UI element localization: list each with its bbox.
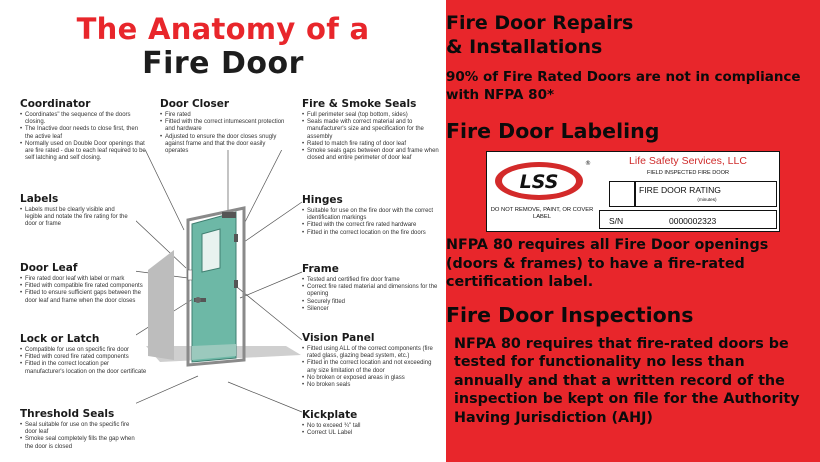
labeling-text: NFPA 80 requires all Fire Door openings … xyxy=(446,237,769,290)
rating-field xyxy=(635,181,777,207)
section-vision-panel: Vision PanelFitted using ALL of the corr… xyxy=(302,332,442,389)
section-door-closer: Door CloserFire ratedFitted with the cor… xyxy=(160,98,288,155)
bullet-item: Fitted with compatible fire rated compon… xyxy=(20,283,146,290)
section-door-leaf: Door LeafFire rated door leaf with label… xyxy=(20,262,146,305)
section-fire-smoke-seals: Fire & Smoke SealsFull perimeter seal (t… xyxy=(302,98,442,162)
bullet-item: Fitted with the correct fire rated hardw… xyxy=(302,222,442,229)
info-panel: Fire Door Repairs & Installations 90% of… xyxy=(446,0,820,462)
bullet-item: Labels must be clearly visible and legib… xyxy=(20,207,132,229)
section-bullets: Fire ratedFitted with the correct intume… xyxy=(160,112,288,155)
bullet-item: Correct fire rated material and dimensio… xyxy=(302,284,442,298)
bullet-item: Seals made with correct material and to … xyxy=(302,119,442,141)
section-title: Lock or Latch xyxy=(20,333,100,345)
anatomy-panel: The Anatomy of a Fire Door CoordinatorCo… xyxy=(0,0,446,462)
bullet-item: Tested and certified fire door frame xyxy=(302,277,442,284)
bullet-item: The Inactive door needs to close first, … xyxy=(20,126,148,140)
section-title: Door Closer xyxy=(160,98,230,110)
wall-left xyxy=(148,250,174,360)
section-frame: FrameTested and certified fire door fram… xyxy=(302,263,442,313)
section-title: Coordinator xyxy=(20,98,91,110)
repairs-heading-line2: & Installations xyxy=(446,36,603,58)
anatomy-title-line1: The Anatomy of a xyxy=(76,12,370,46)
serial-field xyxy=(599,210,777,229)
bullet-item: Coordinates" the sequence of the doors c… xyxy=(20,112,148,126)
section-bullets: Coordinates" the sequence of the doors c… xyxy=(20,112,148,162)
inspections-text: NFPA 80 requires that fire-rated doors b… xyxy=(454,336,800,426)
bullet-item: Smoke seal completely fills the gap when… xyxy=(20,436,138,450)
lss-logo: LSS ® xyxy=(495,160,591,200)
section-bullets: Full perimeter seal (top bottom, sides)S… xyxy=(302,112,442,162)
bullet-item: Securely fitted xyxy=(302,299,442,306)
compliance-stat: 90% of Fire Rated Doors are not in compl… xyxy=(446,69,801,103)
bullet-item: Full perimeter seal (top bottom, sides) xyxy=(302,112,442,119)
bullet-item: Adjusted to ensure the door closes snugl… xyxy=(160,134,288,156)
bullet-item: Fitted with cored fire rated components xyxy=(20,354,148,361)
section-title: Frame xyxy=(302,263,339,275)
bullet-item: No to exceed ¾" tall xyxy=(302,423,442,430)
bullet-item: Fitted with the correct intumescent prot… xyxy=(160,119,288,133)
repairs-heading-line1: Fire Door Repairs xyxy=(446,12,634,34)
bullet-item: No broken seals xyxy=(302,382,442,389)
section-title: Hinges xyxy=(302,194,343,206)
labeling-heading: Fire Door Labeling xyxy=(446,119,660,143)
anatomy-title-line2: Fire Door xyxy=(142,46,304,81)
section-lock-latch: Lock or LatchCompatible for use on speci… xyxy=(20,333,148,376)
door-closer-part xyxy=(222,212,236,218)
section-bullets: Labels must be clearly visible and legib… xyxy=(20,207,132,229)
hinge-top xyxy=(234,234,238,242)
label-warning: DO NOT REMOVE, PAINT, OR COVER LABEL xyxy=(490,207,594,220)
door-lock xyxy=(195,297,201,303)
door-label xyxy=(187,269,193,281)
label-serial-number: 0000002323 xyxy=(669,216,717,226)
section-hinges: HingesSuitable for use on the fire door … xyxy=(302,194,442,237)
section-title: Vision Panel xyxy=(302,332,375,344)
hinge-mid xyxy=(234,280,238,288)
bullet-item: Fitted in the correct location on the fi… xyxy=(302,230,442,237)
bullet-item: No broken or exposed areas in glass xyxy=(302,375,442,382)
section-bullets: Fire rated door leaf with label or markF… xyxy=(20,276,146,305)
section-bullets: Fitted using ALL of the correct componen… xyxy=(302,346,442,389)
fire-door-illustration xyxy=(136,150,303,413)
rating-box xyxy=(609,181,635,207)
inspections-heading: Fire Door Inspections xyxy=(446,303,694,327)
bullet-item: Normally used on Double Door openings th… xyxy=(20,141,148,163)
label-sn: S/N xyxy=(609,216,624,226)
bullet-item: Compatible for use on specific fire door xyxy=(20,347,148,354)
bullet-item: Fitted using ALL of the correct componen… xyxy=(302,346,442,360)
section-labels: LabelsLabels must be clearly visible and… xyxy=(20,193,132,229)
bullet-item: Suitable for use on the fire door with t… xyxy=(302,208,442,222)
section-threshold-seals: Threshold SealsSeal suitable for use on … xyxy=(20,408,138,451)
bullet-item: Correct UL Label xyxy=(302,430,442,437)
bullet-item: Silencer xyxy=(302,306,442,313)
section-title: Threshold Seals xyxy=(20,408,115,420)
label-field-inspected: FIELD INSPECTED FIRE DOOR xyxy=(646,170,730,176)
registered-mark: ® xyxy=(585,160,591,167)
bullet-item: Fitted in the correct location per manuf… xyxy=(20,361,148,375)
vision-panel xyxy=(201,228,221,273)
bullet-item: Smoke seals gaps between door and frame … xyxy=(302,148,442,162)
bullet-item: Fire rated xyxy=(160,112,288,119)
fire-door-label-card: LSS ® DO NOT REMOVE, PAINT, OR COVER LAB… xyxy=(486,151,780,232)
kickplate xyxy=(192,344,236,360)
bullet-item: Fitted to ensure sufficient gaps between… xyxy=(20,290,146,304)
bullet-item: Fitted in the correct location and not e… xyxy=(302,360,442,374)
section-bullets: Suitable for use on the fire door with t… xyxy=(302,208,442,237)
label-rating-text: FIRE DOOR RATING xyxy=(639,185,721,195)
label-company: Life Safety Services, LLC xyxy=(629,155,747,167)
lss-logo-text: LSS xyxy=(520,171,559,193)
section-bullets: No to exceed ¾" tallCorrect UL Label xyxy=(302,423,442,438)
section-kickplate: Kickplate No to exceed ¾" tallCorrect UL … xyxy=(302,409,442,438)
section-title: Labels xyxy=(20,193,59,205)
section-coordinator: CoordinatorCoordinates" the sequence of … xyxy=(20,98,148,162)
section-bullets: Compatible for use on specific fire door… xyxy=(20,347,148,376)
bullet-item: Fire rated door leaf with label or mark xyxy=(20,276,146,283)
section-title: Door Leaf xyxy=(20,262,78,274)
label-minutes: (minutes) xyxy=(697,197,717,202)
section-title: Kickplate xyxy=(302,409,358,421)
section-bullets: Seal suitable for use on the specific fi… xyxy=(20,422,138,451)
section-bullets: Tested and certified fire door frameCorr… xyxy=(302,277,442,313)
bullet-item: Seal suitable for use on the specific fi… xyxy=(20,422,138,436)
bullet-item: Rated to match fire rating of door leaf xyxy=(302,141,442,148)
section-title: Fire & Smoke Seals xyxy=(302,98,417,110)
